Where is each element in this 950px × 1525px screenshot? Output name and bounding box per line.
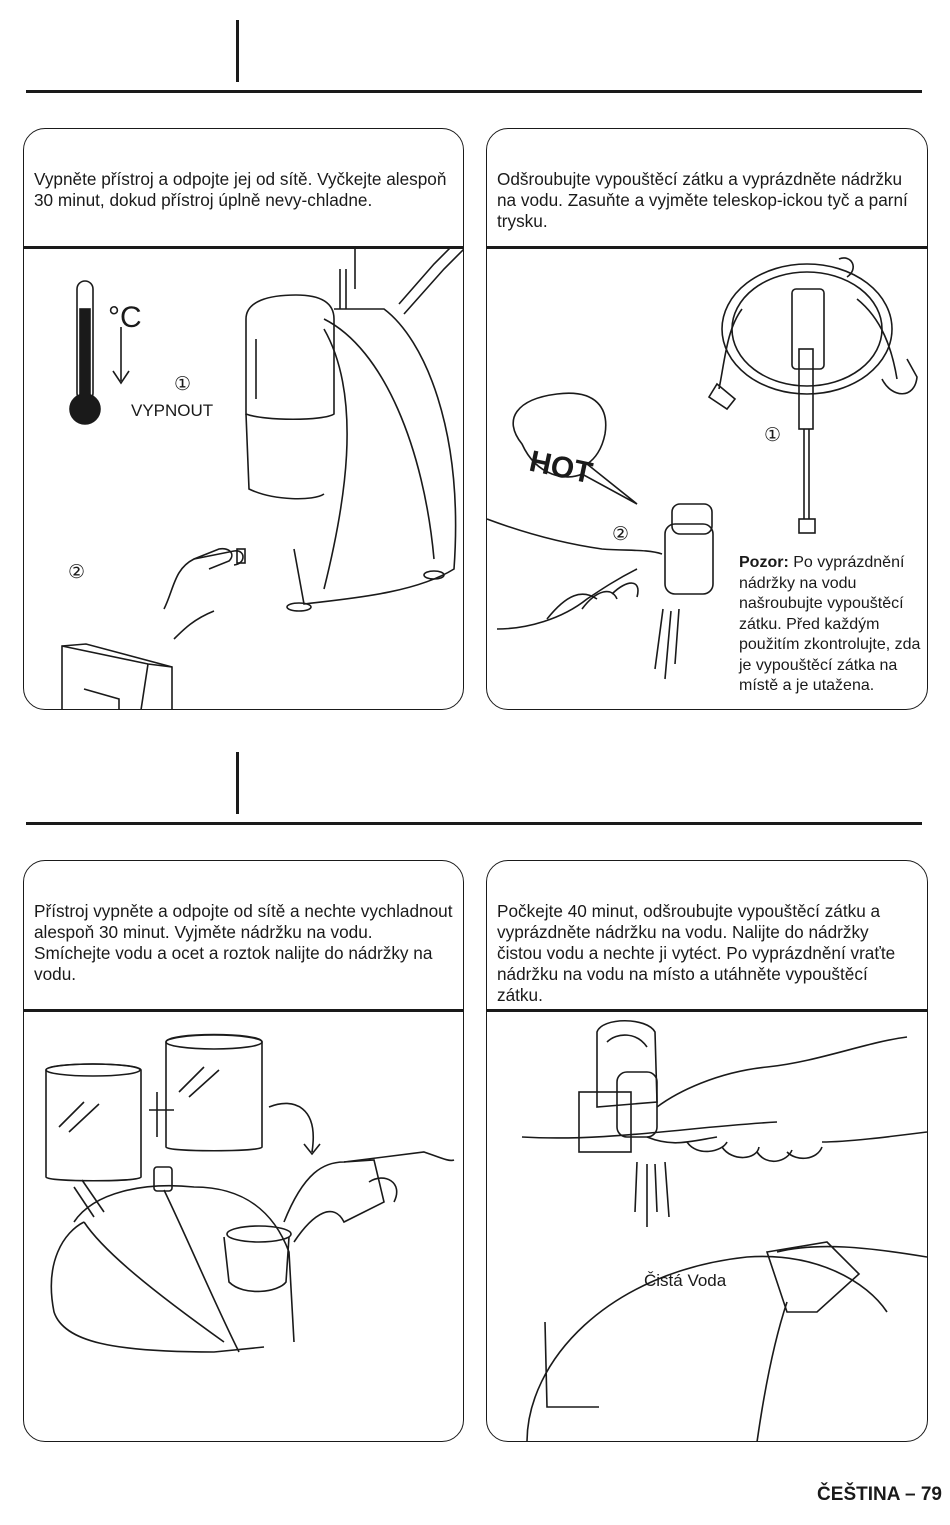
pour-hand-bottom [756,1241,927,1441]
water-stream [634,1161,670,1227]
section1-rule [26,90,922,93]
caution-note: Pozor: Po vyprázdnění nádržky na vodu na… [737,553,924,697]
rinse-illustration [521,1020,927,1441]
glass-right [165,1033,263,1152]
thermometer-icon [69,280,130,425]
container-corner [544,1321,599,1408]
clean-water-label: Čistá Voda [644,1271,727,1290]
pouring-hand [283,1151,455,1243]
drain-step-2-marker: ② [612,524,630,545]
celsius-label: °C [108,301,142,334]
pour-arrow [268,1102,321,1156]
step-1-text: Vypněte přístroj a odpojte jej od sítě. … [34,169,447,210]
step-1-marker: ① [174,374,192,395]
caution-label: Pozor: [739,554,789,571]
off-switch-label: VYPNOUT [131,401,214,420]
steamer-appliance-open [50,1166,295,1353]
hand-illustration [163,547,244,640]
unplug-illustration [61,249,463,709]
page-footer: ČEŠTINA – 79 [817,1484,942,1505]
step-panel-1: Vypněte přístroj a odpojte jej od sítě. … [23,128,464,710]
step-4-separator [487,1009,927,1012]
step-3-text: Přístroj vypněte a odpojte od sítě a nec… [34,901,453,984]
step-4-text: Počkejte 40 minut, odšroubujte vypouštěc… [497,901,896,1005]
caution-text: Po vyprázdnění nádržky na vodu našroubuj… [739,554,921,694]
hand-draining [487,503,714,680]
drain-illustration [487,257,918,680]
section2-heading-bar [236,752,239,814]
vinegar-mix-illustration [45,1033,455,1353]
wall-socket [61,643,173,709]
section1-heading-bar [236,20,239,82]
step-2-separator [487,246,927,249]
section2-rule [26,822,922,825]
step-3-separator [24,1009,463,1012]
drain-plug-closeup [521,1020,778,1153]
plus-sign [149,1092,174,1137]
hot-warning-bubble [512,392,638,505]
step-panel-3: Přístroj vypněte a odpojte od sítě a nec… [23,860,464,1442]
glass-left [45,1063,142,1182]
steamer-appliance [236,249,463,612]
step-panel-2: Odšroubujte vypouštěcí zátku a vyprázdně… [486,128,928,710]
hand-tightening [646,1036,927,1162]
water-arc [526,1255,888,1441]
step-panel-4: Počkejte 40 minut, odšroubujte vypouštěc… [486,860,928,1442]
step-1-separator [24,246,463,249]
step-2-text: Odšroubujte vypouštěcí zátku a vyprázdně… [497,169,908,231]
step-2-marker: ② [68,562,86,583]
hose-and-nozzle [707,257,918,534]
drain-step-1-marker: ① [764,425,782,446]
